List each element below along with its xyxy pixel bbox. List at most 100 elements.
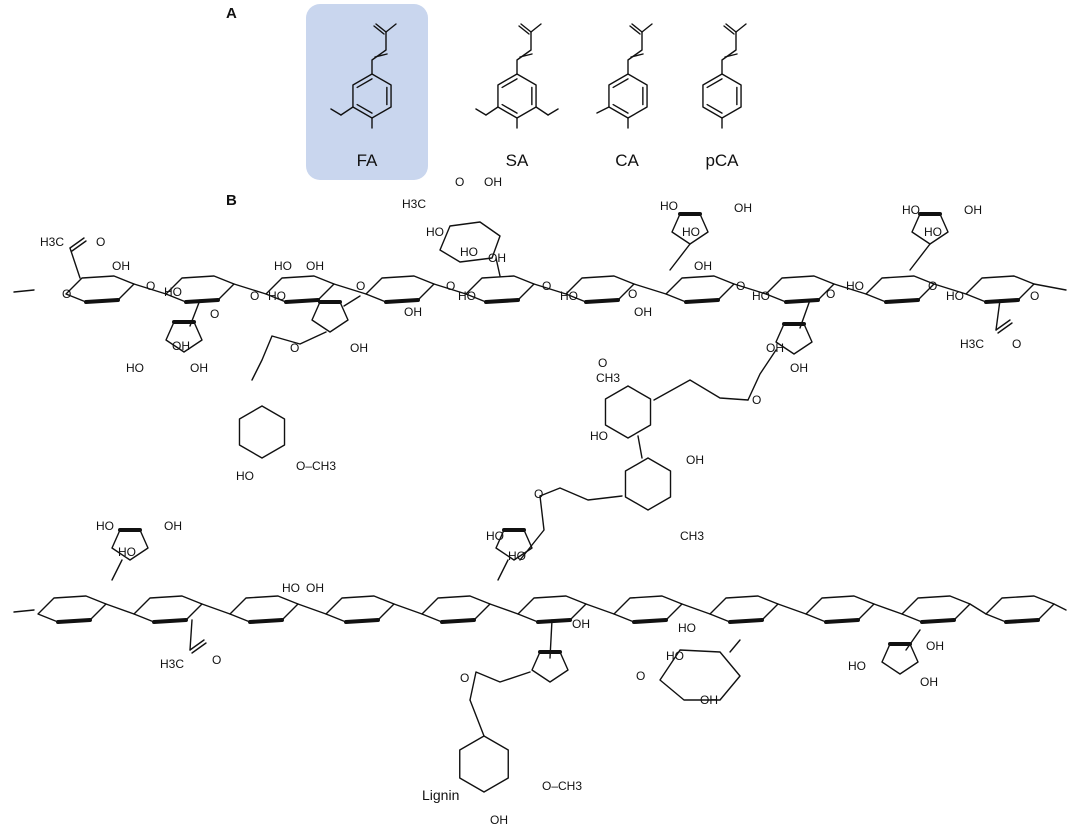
- carbonyl-bond: [631, 23, 643, 33]
- label-o: O: [250, 289, 259, 303]
- xylose-unit: [613, 595, 683, 623]
- label-oh: OH: [488, 251, 506, 265]
- xylose-unit: [65, 275, 135, 303]
- alkene-double-bond: [724, 53, 738, 58]
- propenoic-chain: [721, 31, 737, 75]
- label-ho: HO: [96, 519, 114, 533]
- hydroxyl-bond: [735, 23, 747, 33]
- label-o: O: [96, 235, 105, 249]
- label-oh: OH: [572, 617, 590, 631]
- acetyl-bond: [189, 639, 205, 651]
- label-o: O: [736, 279, 745, 293]
- glycosidic-bond: [905, 629, 921, 651]
- label-o: O: [1012, 337, 1021, 351]
- acetyl-bond: [189, 619, 193, 651]
- label-ho: HO: [590, 429, 608, 443]
- ring-front-bond: [884, 298, 920, 304]
- label-o: O: [628, 287, 637, 301]
- acid-structure-SA: [475, 23, 559, 129]
- glycosidic-bond: [497, 559, 509, 581]
- aromatic-double-bond: [612, 78, 629, 89]
- glycosidic-bond: [585, 603, 615, 615]
- side-chain-structures: [69, 212, 1013, 793]
- label-ho: HO: [666, 649, 684, 663]
- aromatic-double-bond: [612, 103, 629, 114]
- glycosidic-bond: [633, 283, 667, 295]
- arabinofuranose-ring: [775, 323, 813, 355]
- label-h3c: H3C: [960, 337, 984, 351]
- glucuronic-acid-ring: [439, 221, 501, 263]
- ring-front-bond: [536, 618, 572, 624]
- phenolic-acid-structures: [330, 23, 747, 129]
- label-oh: OH: [700, 693, 718, 707]
- methoxy-bond: [475, 108, 487, 116]
- xylose-unit: [229, 595, 299, 623]
- label-och3: O–CH3: [296, 459, 336, 473]
- label-oh: OH: [920, 675, 938, 689]
- carbonyl-bond: [518, 25, 530, 35]
- label-ho: HO: [752, 289, 770, 303]
- ring-front-bond: [784, 298, 820, 304]
- carbonyl-bond: [520, 23, 532, 33]
- xylose-unit: [805, 595, 875, 623]
- label-ho: HO: [486, 529, 504, 543]
- xylan-chain-top: [13, 275, 1067, 304]
- label-h3c: H3C: [40, 235, 64, 249]
- acetyl-bond: [69, 237, 85, 249]
- label-ho: HO: [458, 289, 476, 303]
- xylose-unit: [365, 275, 435, 303]
- ester-chain: [469, 671, 531, 701]
- label-oh: OH: [686, 453, 704, 467]
- methoxy-bond: [535, 106, 549, 116]
- glycosidic-bond: [393, 603, 423, 615]
- carbonyl-bond: [725, 23, 737, 33]
- methoxy-bond: [485, 106, 499, 116]
- label-ho: HO: [126, 361, 144, 375]
- ester-chain: [539, 487, 623, 501]
- ring-front-bond: [1004, 618, 1040, 624]
- label-ch3: CH3: [596, 371, 620, 385]
- glycosidic-bond: [105, 603, 135, 615]
- arabinofuranose-ring: [311, 301, 349, 333]
- ring-front-bond: [384, 298, 420, 304]
- label-o: O: [146, 279, 155, 293]
- acid-structure-CA: [596, 23, 653, 129]
- label-o: O: [460, 671, 469, 685]
- hydroxyl-bond: [596, 106, 610, 114]
- benzene-ring: [497, 73, 537, 119]
- glycosidic-bond: [495, 257, 501, 277]
- ring-front-bond: [84, 298, 120, 304]
- propenoic-chain: [627, 31, 643, 75]
- hydroxyl-bond: [641, 23, 653, 33]
- glycosidic-bond: [909, 243, 931, 271]
- acid-structure-pCA: [702, 23, 747, 129]
- acid-label-sa: SA: [506, 151, 529, 170]
- chain-terminus: [1053, 603, 1067, 611]
- label-oh: OH: [306, 581, 324, 595]
- carbonyl-bond: [373, 25, 385, 35]
- glycosidic-bond: [343, 295, 361, 307]
- glycosidic-bond: [233, 283, 267, 295]
- benzene-ring: [702, 73, 742, 119]
- acetyl-bond: [995, 299, 1001, 331]
- xylose-unit: [133, 595, 203, 623]
- label-oh: OH: [112, 259, 130, 273]
- xylose-unit: [325, 595, 395, 623]
- label-ho: HO: [460, 245, 478, 259]
- label-ch3: CH3: [680, 529, 704, 543]
- glycosidic-bond: [969, 603, 987, 615]
- label-ho: HO: [118, 545, 136, 559]
- ring-front-bond: [248, 618, 284, 624]
- label-ho: HO: [426, 225, 444, 239]
- label-o: O: [534, 487, 543, 501]
- xylose-unit: [765, 275, 835, 303]
- glycosidic-bond: [729, 639, 741, 653]
- label-ho: HO: [508, 549, 526, 563]
- ring-front-bond: [920, 618, 956, 624]
- glycosidic-bond: [333, 283, 367, 295]
- label-o: O: [752, 393, 761, 407]
- glycosidic-bond: [189, 299, 201, 327]
- label-o: O: [1030, 289, 1039, 303]
- xylose-unit: [865, 275, 935, 303]
- label-oh: OH: [350, 341, 368, 355]
